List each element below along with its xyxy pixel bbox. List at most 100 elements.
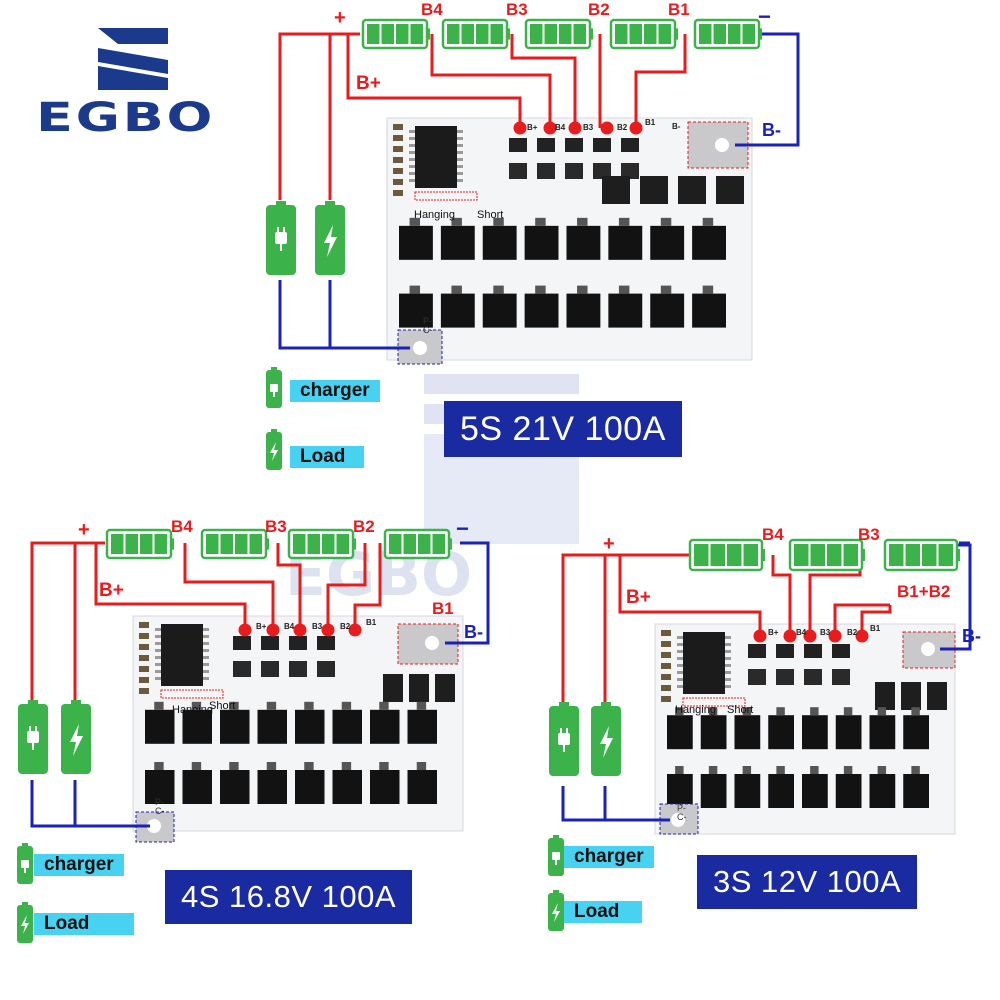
board-3s-mosfet: [869, 715, 896, 750]
board-3s-hanging-short-pads: [682, 697, 746, 707]
board-4s-mosfet: [370, 709, 400, 744]
board-5s-wire-charger-neg: [278, 280, 410, 350]
board-5s-resistor: [678, 176, 706, 204]
board-5s-mosfet: [566, 293, 601, 328]
board-3s-wire-b1: [860, 605, 892, 636]
board-5s-mosfet: [482, 293, 517, 328]
board-5s-pcb: [386, 117, 753, 361]
board-4s-pminus-hole: [147, 819, 161, 833]
board-5s-mosfet: [692, 225, 726, 260]
board-3s-mosfet: [734, 774, 761, 808]
board-3s-wire-bplus: [618, 555, 762, 636]
board-4s-battery-cell: [287, 528, 356, 560]
board-5s-mosfet: [692, 293, 726, 328]
egbo-logo-mark: [98, 48, 168, 74]
board-5s-wire-bplus: [346, 34, 522, 128]
board-5s-mosfet: [608, 225, 643, 260]
board-5s-legend-bolt-icon: [266, 429, 282, 470]
board-4s-ic-chip: [161, 624, 203, 686]
board-4s-wire-charger-neg: [30, 780, 150, 828]
board-4s-wire-load-pos: [73, 541, 105, 700]
board-3s-mosfet: [768, 774, 794, 808]
board-4s-tap-dot: [266, 623, 280, 637]
board-4s-mosfet: [257, 770, 287, 804]
board-5s-battery-cell: [441, 18, 510, 50]
board-3s-wire-charger-neg: [561, 786, 670, 822]
board-4s-mosfet: [295, 770, 325, 804]
board-3s-resistor: [901, 682, 921, 710]
board-4s-mosfet: [220, 709, 250, 744]
board-3s-legend-plug-icon: [548, 835, 564, 876]
board-5s-legend-plug-icon: [266, 367, 282, 408]
board-4s-wire-bminus: [445, 541, 490, 645]
board-5s-battery-cell: [361, 18, 430, 50]
egbo-logo-mark: [98, 66, 168, 90]
egbo-logo-mark: [98, 28, 168, 44]
board-5s-bminus-hole: [715, 138, 729, 152]
board-3s-wire-b2: [833, 603, 890, 636]
board-4s-legend-bolt-icon: [17, 902, 33, 943]
board-5s-mosfet: [650, 225, 685, 260]
board-3s-battery-cell: [688, 538, 765, 572]
board-4s-wire-charger-pos: [30, 541, 105, 700]
watermark-block: [424, 434, 579, 544]
board-4s-resistor: [383, 674, 403, 702]
board-3s-battery-cell: [883, 538, 960, 572]
board-4s-resistor: [435, 674, 455, 702]
board-3s-mosfet: [869, 774, 896, 808]
board-5s-battery-cell: [524, 18, 593, 50]
board-4s-tap-dot: [348, 623, 362, 637]
board-4s-mosfet: [182, 770, 212, 804]
board-3s-mosfet: [734, 715, 761, 750]
board-3s-mosfet: [667, 774, 693, 808]
board-3s-mosfet: [768, 715, 794, 750]
board-5s-ic-chip: [415, 126, 457, 188]
board-4s-wire-b2: [326, 543, 367, 630]
board-4s-battery-cell: [105, 528, 174, 560]
board-4s-mosfet: [220, 770, 250, 804]
board-4s-mosfet: [370, 770, 400, 804]
board-4s-battery-cell: [383, 528, 452, 560]
board-4s-wire-b1: [353, 543, 382, 630]
board-4s-mosfet: [332, 709, 362, 744]
board-4s-mosfet: [145, 770, 175, 804]
watermark-bar: [424, 404, 579, 424]
board-5s-tap-dot: [568, 121, 582, 135]
board-3s-tap-dot: [855, 629, 869, 643]
board-3s-mosfet: [700, 774, 727, 808]
board-3s-tap-dot: [783, 629, 797, 643]
board-4s-charger-plug-icon: [18, 700, 48, 774]
board-4s-mosfet: [295, 709, 325, 744]
board-5s-wire-b4: [430, 34, 552, 128]
board-5s-wire-b1: [634, 34, 687, 128]
board-3s-battery-cell: [788, 538, 865, 572]
board-4s-wire-bplus: [94, 543, 247, 630]
board-5s-mosfet: [524, 225, 559, 260]
board-3s-mosfet: [802, 774, 828, 808]
board-4s-tap-dot: [293, 623, 307, 637]
board-4s-mosfet: [332, 770, 362, 804]
board-4s-mosfet: [407, 770, 437, 804]
board-3s-mosfet: [700, 715, 727, 750]
board-5s-load-bolt-icon: [315, 201, 345, 275]
board-3s-charger-plug-icon: [549, 702, 579, 776]
board-4s-mosfet: [182, 709, 212, 744]
board-5s-tap-dot: [543, 121, 557, 135]
board-4s-bminus-hole: [425, 636, 439, 650]
board-5s-charger-plug-icon: [266, 201, 296, 275]
board-4s-tap-dot: [238, 623, 252, 637]
board-5s-mosfet: [440, 293, 475, 328]
board-3s-legend-bolt-icon: [548, 890, 564, 931]
board-4s-wire-b3: [276, 543, 302, 630]
board-4s-legend-plug-icon: [17, 843, 33, 884]
board-5s-resistor: [640, 176, 668, 204]
board-4s-tap-dot: [321, 623, 335, 637]
board-3s-wire-load-pos: [603, 553, 690, 706]
board-4s-mosfet: [407, 709, 437, 744]
board-4s-mosfet: [145, 709, 175, 744]
board-4s-wire-b4: [183, 543, 275, 630]
board-3s-tap-dot: [803, 629, 817, 643]
board-4s-load-bolt-icon: [61, 700, 91, 774]
board-3s-resistor: [875, 682, 895, 710]
